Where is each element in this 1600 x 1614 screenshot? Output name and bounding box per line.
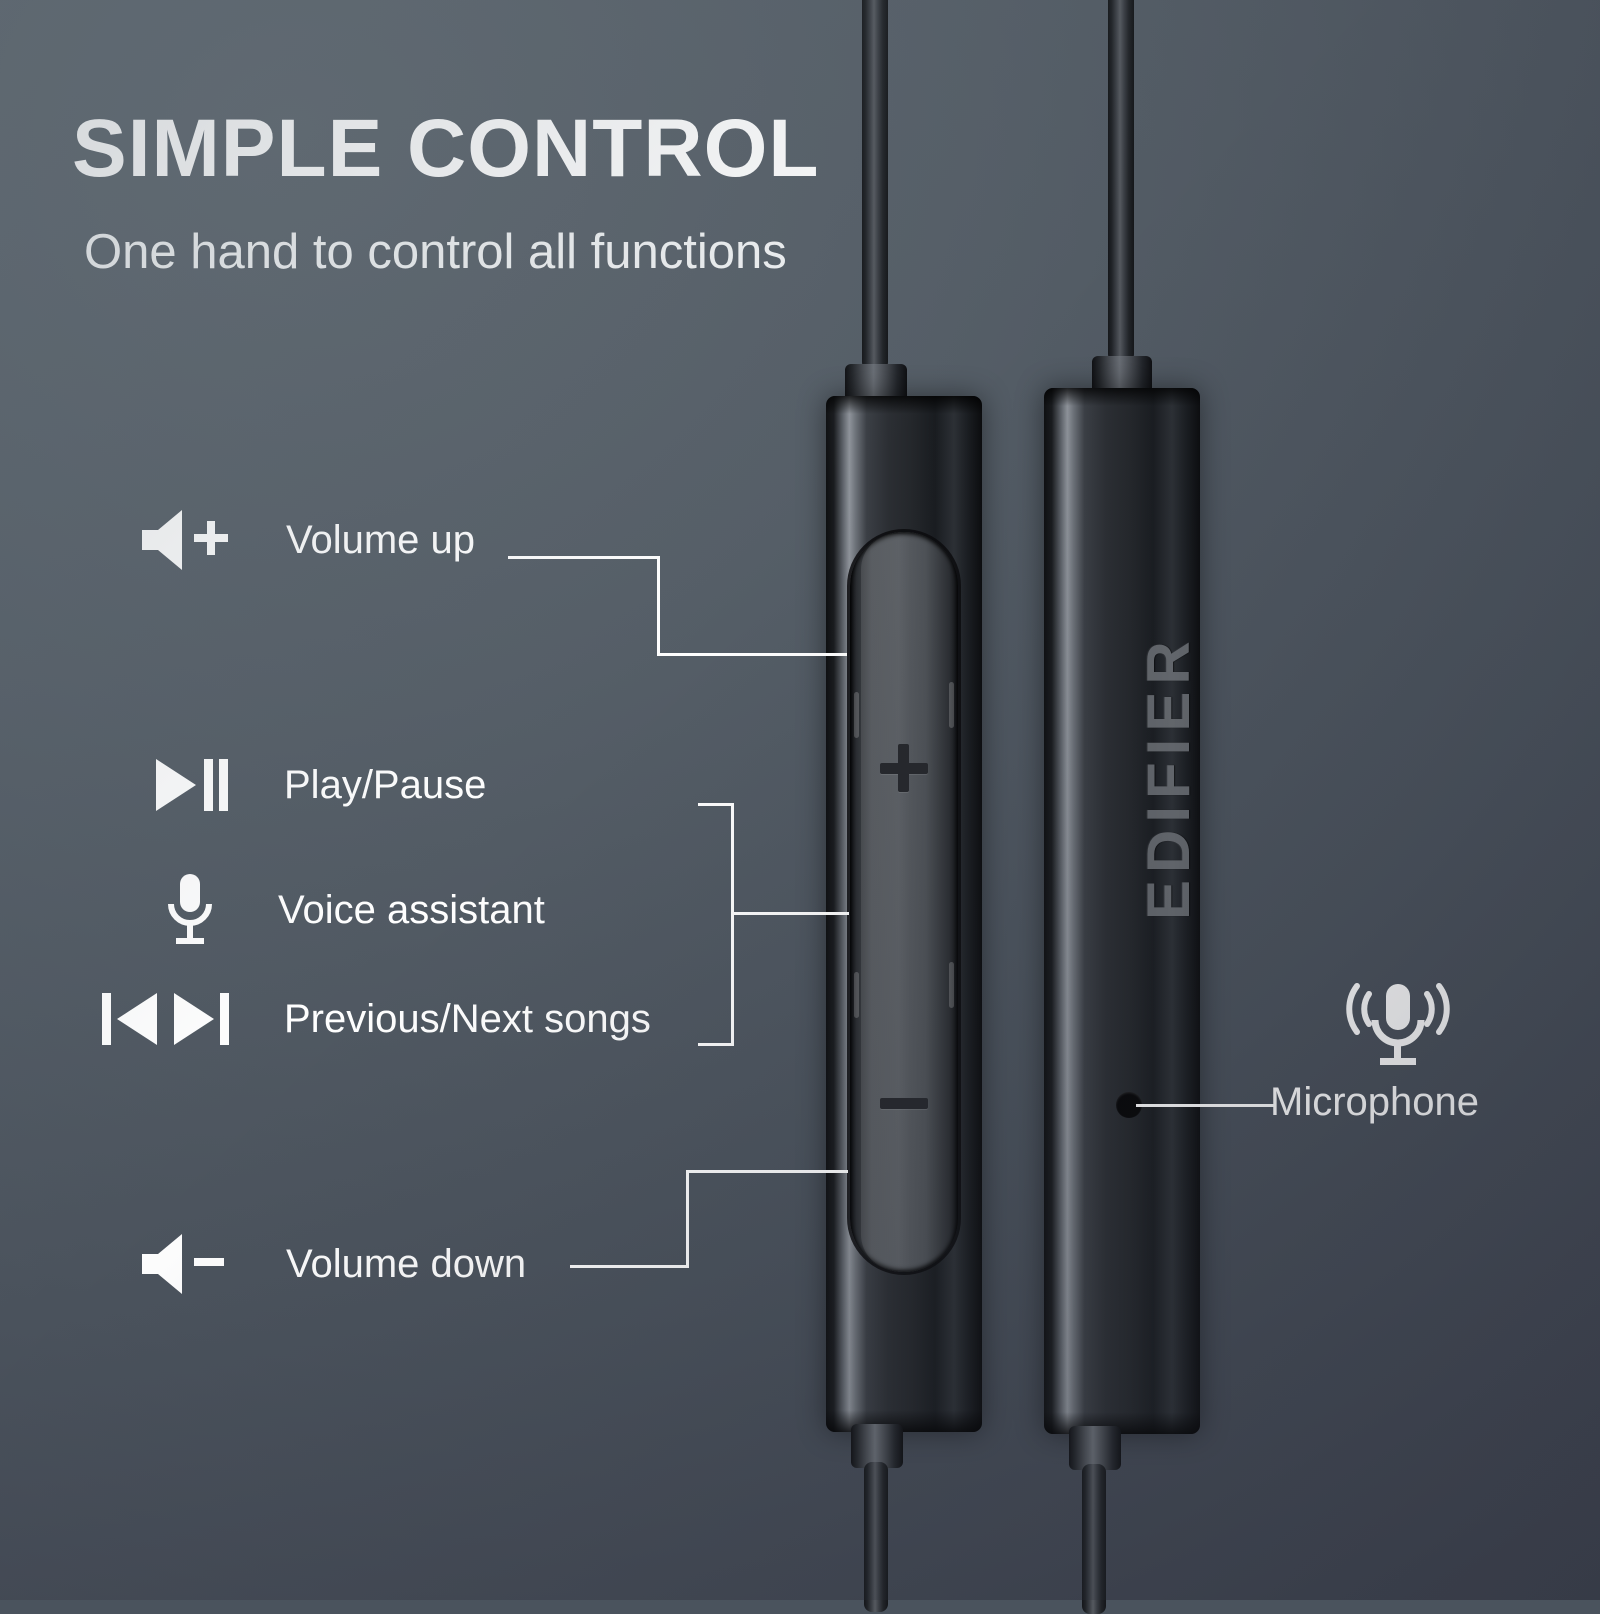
left-cable-bottom bbox=[864, 1462, 888, 1612]
leader-volume-up-seg3 bbox=[657, 653, 847, 656]
callout-microphone: Microphone bbox=[1270, 1082, 1479, 1122]
callout-label: Play/Pause bbox=[284, 763, 487, 807]
microphone-waves-icon bbox=[1337, 980, 1457, 1079]
brand-logo-text: EDIFIER bbox=[1135, 634, 1202, 920]
left-collar-bottom bbox=[851, 1424, 903, 1468]
leader-volume-down-seg1 bbox=[570, 1265, 688, 1268]
leader-bracket-top-stub bbox=[698, 803, 734, 806]
page-subtitle: One hand to control all functions bbox=[84, 225, 787, 279]
strip-notch-left-top bbox=[854, 692, 859, 738]
callout-label: Previous/Next songs bbox=[284, 997, 651, 1041]
strip-gloss bbox=[860, 534, 933, 1270]
leader-microphone bbox=[1136, 1104, 1276, 1107]
prev-next-icon bbox=[100, 990, 236, 1048]
leader-volume-up-seg2 bbox=[657, 556, 660, 656]
capsule-bottom-bevel bbox=[826, 1410, 982, 1432]
capsule-bottom-bevel bbox=[1044, 1412, 1200, 1434]
left-cable-top bbox=[862, 0, 888, 370]
strip-notch-right-top bbox=[949, 682, 954, 728]
leader-bracket-spine bbox=[731, 803, 734, 1046]
right-mic-capsule bbox=[1044, 388, 1200, 1434]
speaker-plus-icon bbox=[138, 508, 234, 572]
page-title: SIMPLE CONTROL bbox=[72, 103, 820, 194]
callout-volume-up: Volume up bbox=[138, 508, 475, 572]
right-collar-bottom bbox=[1069, 1426, 1121, 1470]
play-pause-icon bbox=[152, 756, 232, 814]
callout-volume-down: Volume down bbox=[138, 1232, 526, 1296]
capsule-top-bevel bbox=[826, 396, 982, 414]
microphone-icon bbox=[160, 872, 220, 948]
callout-label: Microphone bbox=[1270, 1080, 1480, 1124]
strip-notch-right-bottom bbox=[949, 962, 954, 1008]
leader-bracket-to-device bbox=[731, 912, 849, 915]
right-cable-top bbox=[1108, 0, 1134, 362]
leader-volume-down-seg3 bbox=[686, 1170, 848, 1173]
left-control-capsule bbox=[826, 396, 982, 1432]
right-cable-bottom bbox=[1082, 1464, 1106, 1614]
volume-down-symbol[interactable] bbox=[880, 1098, 928, 1109]
volume-up-symbol[interactable] bbox=[880, 744, 928, 792]
callout-label: Volume up bbox=[286, 518, 476, 562]
strip-notch-left-bottom bbox=[854, 972, 859, 1018]
callout-label: Volume down bbox=[286, 1242, 527, 1286]
volume-rocker-strip[interactable] bbox=[850, 532, 958, 1272]
callout-label: Voice assistant bbox=[278, 888, 545, 932]
callout-voice-assistant: Voice assistant bbox=[160, 872, 545, 948]
callout-previous-next: Previous/Next songs bbox=[100, 990, 651, 1048]
leader-bracket-bottom-stub bbox=[698, 1043, 734, 1046]
capsule-top-bevel bbox=[1044, 388, 1200, 406]
callout-play-pause: Play/Pause bbox=[152, 756, 486, 814]
leader-volume-down-seg2 bbox=[686, 1170, 689, 1268]
speaker-minus-icon bbox=[138, 1232, 234, 1296]
leader-volume-up-seg1 bbox=[508, 556, 660, 559]
